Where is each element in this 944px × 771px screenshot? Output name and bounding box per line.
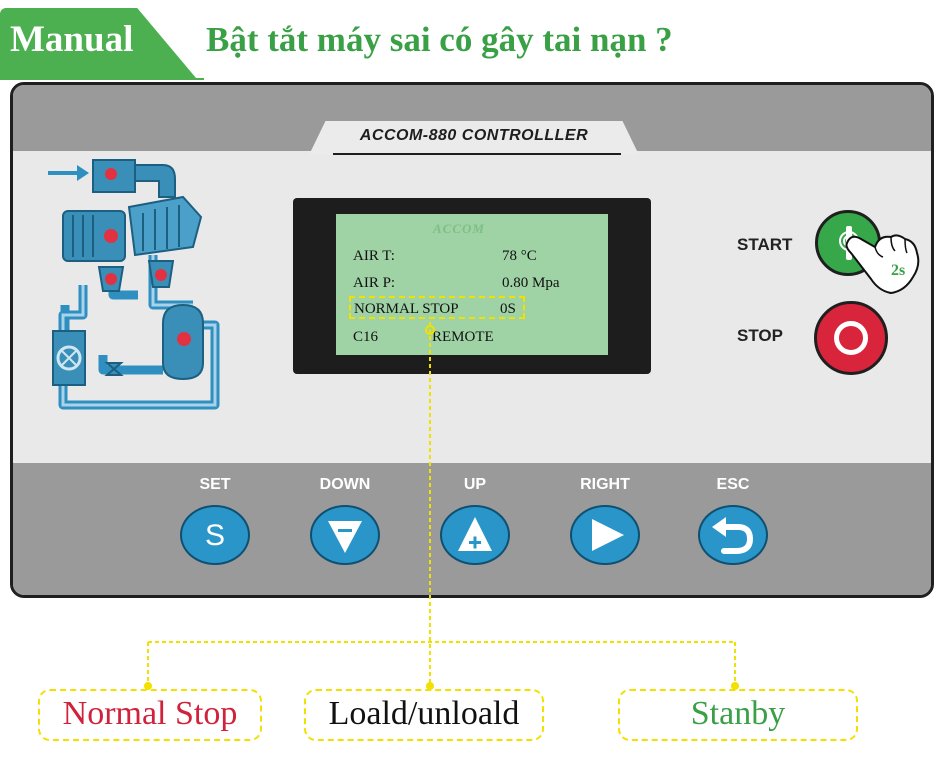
up-triangle-icon bbox=[458, 517, 492, 551]
start-label: START bbox=[737, 235, 793, 254]
lcd-row-label: C16 bbox=[353, 329, 379, 345]
set-key[interactable]: S bbox=[180, 505, 250, 565]
down-triangle-icon bbox=[328, 521, 362, 553]
callout-text: Stanby bbox=[690, 695, 786, 732]
status-highlight-box bbox=[349, 296, 525, 319]
header-divider bbox=[0, 78, 204, 80]
lcd-row-label: AIR T: bbox=[353, 248, 395, 264]
right-triangle-icon bbox=[592, 519, 624, 551]
lcd-row-label: AIR P: bbox=[353, 275, 396, 291]
up-key[interactable] bbox=[440, 505, 510, 565]
set-key-label: SET bbox=[199, 476, 231, 493]
lcd-status-label: NORMAL STOP bbox=[354, 301, 459, 317]
pressing-hand-icon bbox=[839, 231, 920, 295]
lcd-row-value: 0.80 Mpa bbox=[502, 275, 560, 291]
lcd-status-timer: 0S bbox=[500, 301, 516, 317]
callout-text: Normal Stop bbox=[62, 695, 238, 732]
lcd-logo: ACCOM bbox=[433, 221, 485, 236]
s-letter-icon: S bbox=[205, 519, 225, 552]
controller-title: ACCOM-880 CONTROLLLER bbox=[359, 127, 589, 144]
down-key[interactable] bbox=[310, 505, 380, 565]
page-title: Bật tắt máy sai có gây tai nạn ? bbox=[206, 20, 673, 59]
callout-text: Loald/unloald bbox=[328, 695, 520, 732]
lcd-row-value: REMOTE bbox=[432, 329, 494, 345]
esc-key-label: ESC bbox=[716, 476, 750, 493]
up-key-label: UP bbox=[463, 476, 487, 493]
esc-key[interactable] bbox=[698, 505, 768, 565]
lcd-row-value: 78 °C bbox=[502, 248, 537, 264]
controller-panel: ACCOM-880 CONTROLLLER bbox=[10, 82, 934, 598]
controller-title-underline bbox=[333, 153, 621, 155]
set-key-glyph: S bbox=[205, 519, 225, 552]
press-duration-hint: 2s bbox=[891, 262, 906, 279]
return-arrow-icon bbox=[712, 517, 754, 554]
down-key-label: DOWN bbox=[319, 476, 371, 493]
callout-load-unload: Loald/unloald bbox=[304, 689, 544, 741]
lcd-screen bbox=[336, 214, 608, 355]
controller-title-plate bbox=[309, 121, 639, 155]
compressor-diagram-icon bbox=[48, 159, 220, 410]
manual-label: Manual bbox=[10, 19, 134, 60]
right-key-label: RIGHT bbox=[580, 476, 630, 493]
callout-standby: Stanby bbox=[618, 689, 858, 741]
right-key[interactable] bbox=[570, 505, 640, 565]
stop-label: STOP bbox=[737, 326, 783, 345]
callout-normal-stop: Normal Stop bbox=[38, 689, 262, 741]
stop-ring-icon bbox=[834, 321, 868, 355]
